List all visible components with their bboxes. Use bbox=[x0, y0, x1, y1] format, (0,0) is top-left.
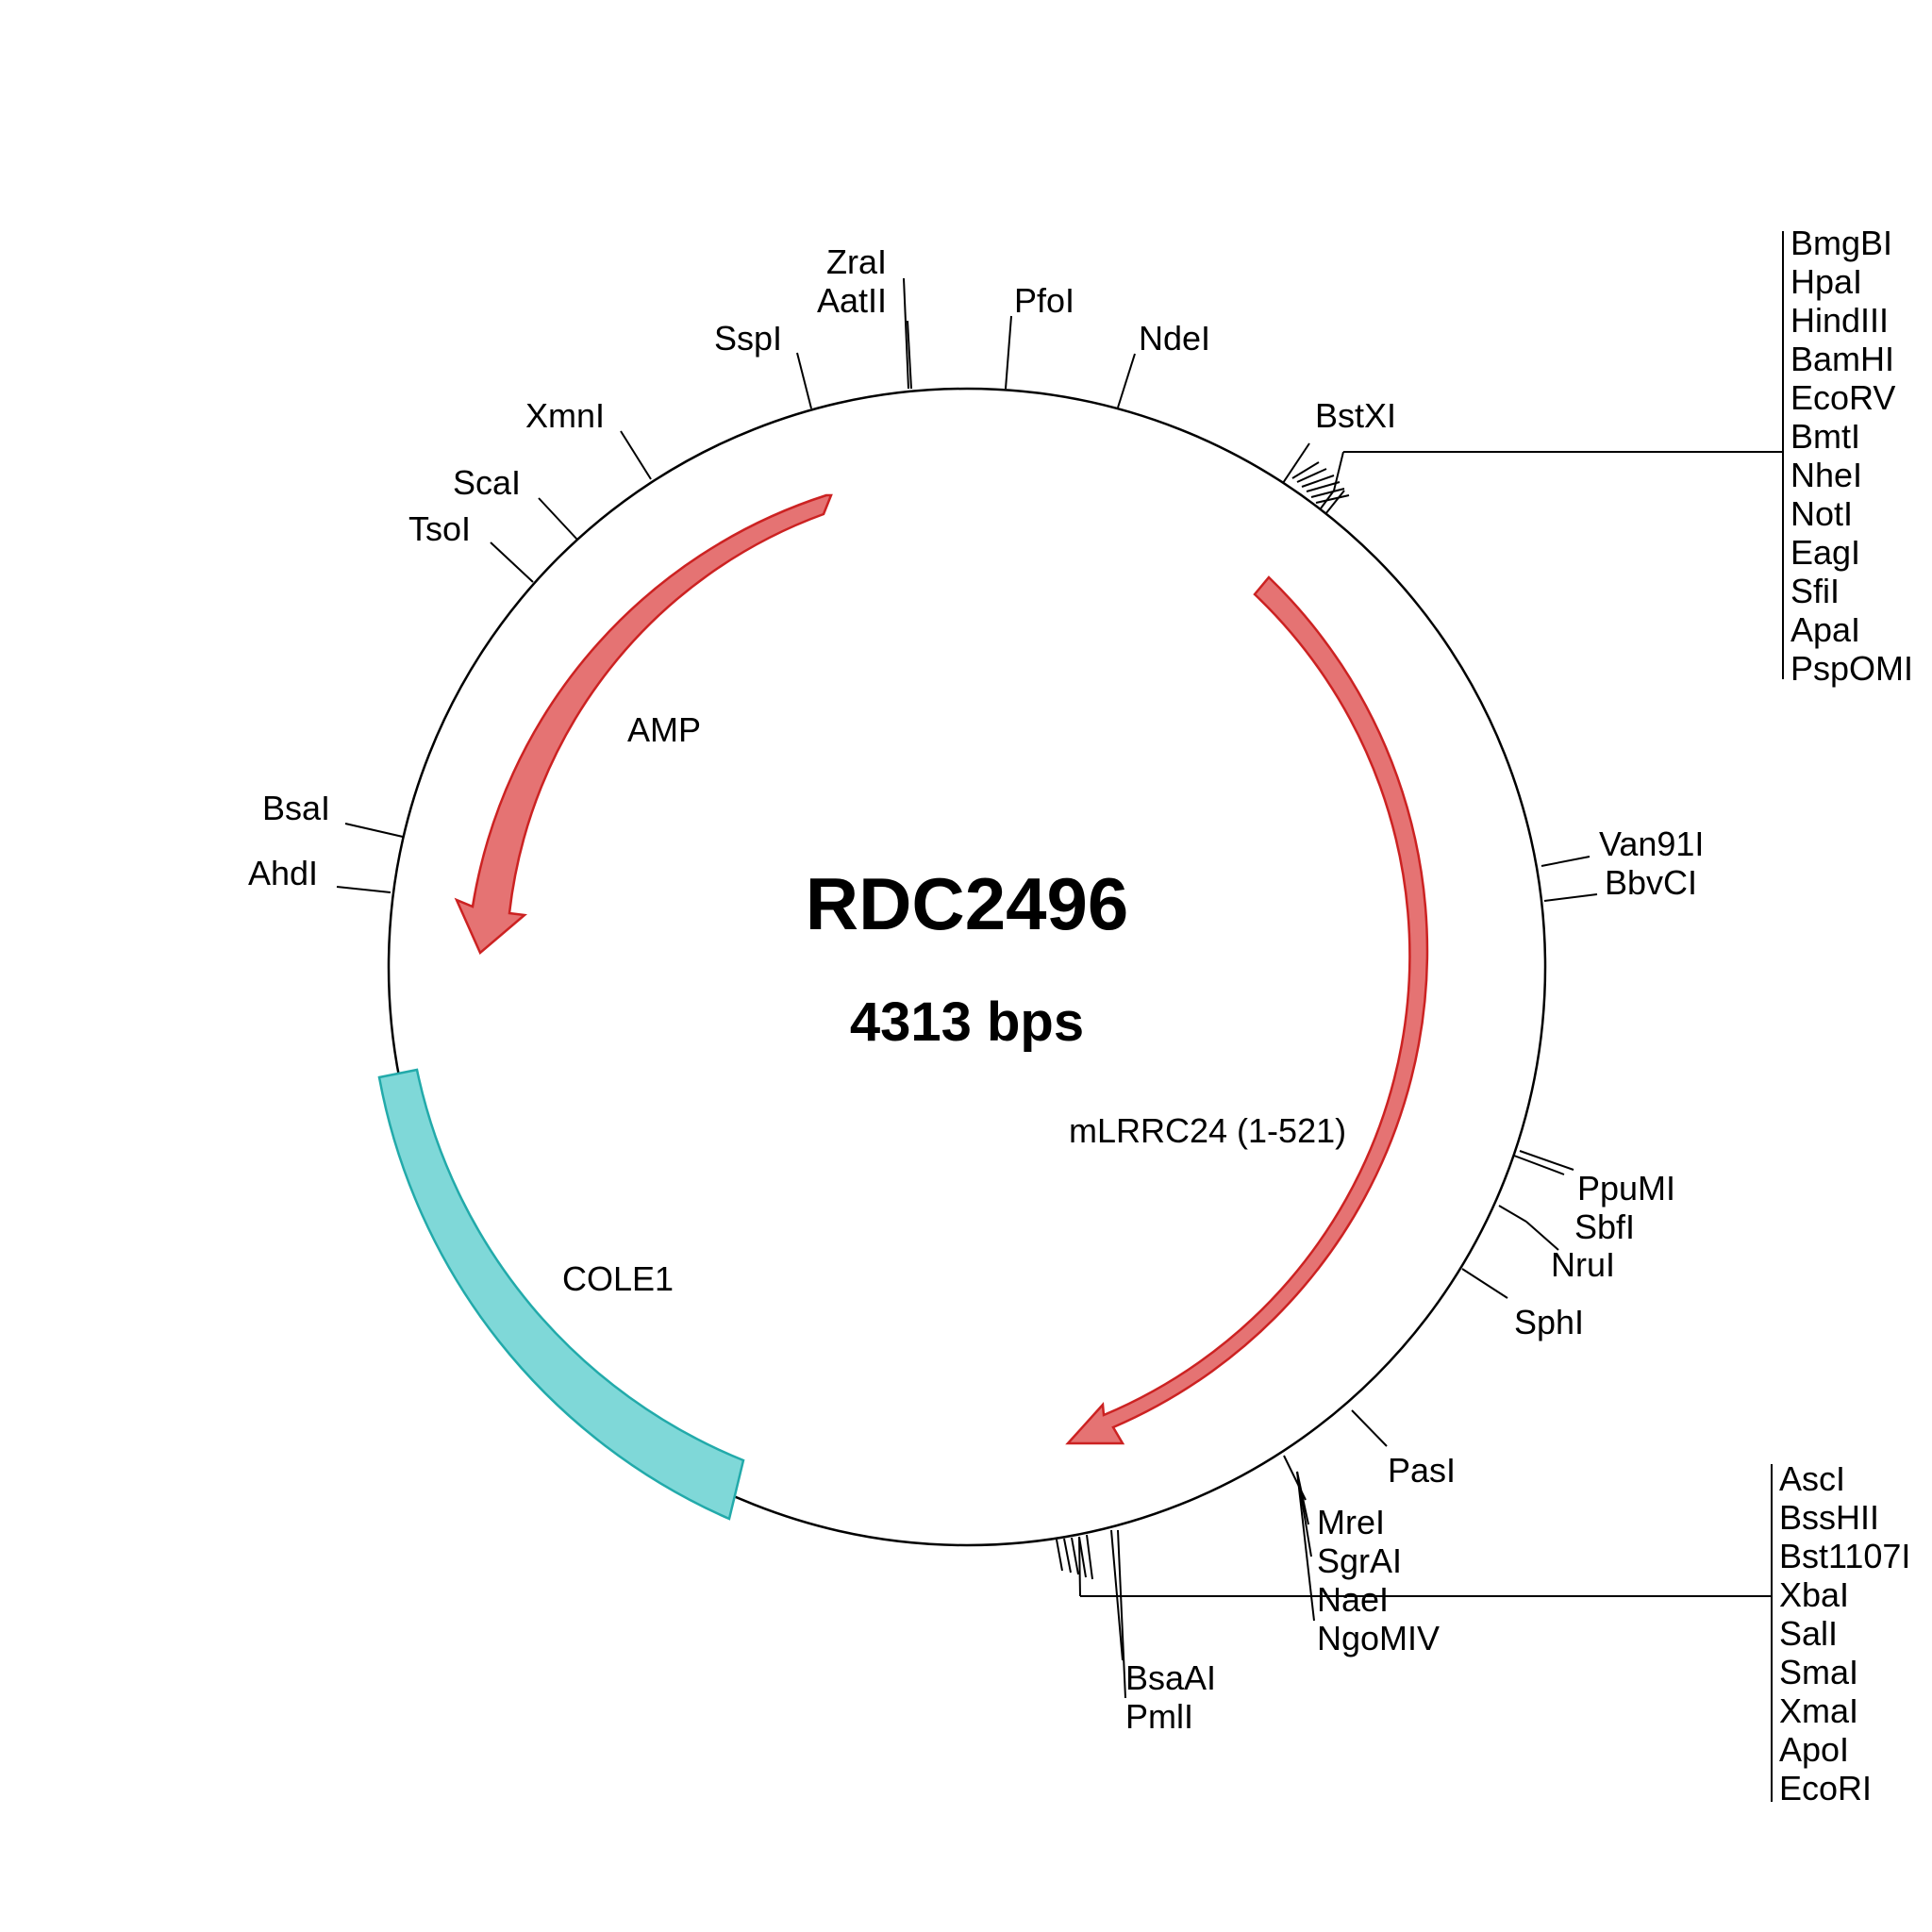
mcs-top-label: HindIII bbox=[1790, 301, 1889, 340]
mcs-bottom-labels: AscI BssHII Bst1107I XbaI SalI SmaI XmaI… bbox=[1779, 1459, 1910, 1807]
cole1-feature bbox=[377, 1068, 745, 1521]
mcs-bottom-label: ApoI bbox=[1779, 1730, 1849, 1769]
mcs-top-label: ApaI bbox=[1790, 610, 1860, 649]
site-label-ndei: NdeI bbox=[1139, 319, 1210, 358]
mcs-top-ticks bbox=[1291, 231, 1784, 679]
site-label-sphi: SphI bbox=[1514, 1303, 1584, 1341]
site-label-aatii: AatII bbox=[817, 281, 887, 320]
plasmid-name: RDC2496 bbox=[806, 862, 1129, 945]
mcs-top-label: EcoRV bbox=[1790, 378, 1895, 417]
mcs-top-label: HpaI bbox=[1790, 262, 1862, 301]
site-label-bstxi: BstXI bbox=[1315, 396, 1396, 435]
plasmid-size: 4313 bps bbox=[850, 991, 1084, 1053]
mcs-bottom-ticks bbox=[1056, 1464, 1773, 1802]
plasmid-backbone bbox=[387, 387, 1547, 1547]
cole1-label: COLE1 bbox=[562, 1259, 674, 1298]
site-label-pasi: PasI bbox=[1388, 1451, 1456, 1490]
mcs-bottom-label: AscI bbox=[1779, 1459, 1845, 1498]
mcs-bottom-label: SalI bbox=[1779, 1614, 1838, 1653]
mlrrc24-feature-arrow bbox=[1065, 575, 1429, 1445]
mcs-bottom-label: Bst1107I bbox=[1779, 1537, 1910, 1575]
site-label-sgrai: SgrAI bbox=[1317, 1541, 1402, 1580]
mcs-top-label: NotI bbox=[1790, 494, 1853, 533]
site-label-xmni: XmnI bbox=[525, 396, 605, 435]
mcs-bottom-label: BssHII bbox=[1779, 1498, 1879, 1537]
amp-label: AMP bbox=[627, 710, 701, 749]
site-label-pmli: PmlI bbox=[1125, 1697, 1193, 1736]
mcs-top-label: SfiI bbox=[1790, 572, 1840, 610]
site-label-bsai: BsaI bbox=[262, 789, 330, 827]
site-label-bsaai: BsaAI bbox=[1125, 1658, 1216, 1697]
mcs-top-label: BamHI bbox=[1790, 340, 1894, 378]
mcs-top-label: BmgBI bbox=[1790, 224, 1892, 262]
site-label-sbfi: SbfI bbox=[1574, 1208, 1635, 1246]
site-label-van91i: Van91I bbox=[1599, 824, 1704, 863]
site-label-bbvci: BbvCI bbox=[1605, 863, 1697, 902]
site-label-zrai: ZraI bbox=[826, 242, 887, 281]
site-label-ahdi: AhdI bbox=[248, 854, 318, 892]
mcs-bottom-label: XbaI bbox=[1779, 1575, 1849, 1614]
mcs-bottom-label: XmaI bbox=[1779, 1691, 1858, 1730]
amp-feature-arrow bbox=[454, 493, 833, 956]
site-label-ngomiv: NgoMIV bbox=[1317, 1619, 1440, 1657]
mcs-top-label: EagI bbox=[1790, 533, 1860, 572]
site-label-nrui: NruI bbox=[1551, 1245, 1615, 1284]
site-label-scai: ScaI bbox=[453, 463, 521, 502]
site-label-ppumi: PpuMI bbox=[1577, 1169, 1675, 1208]
site-label-naei: NaeI bbox=[1317, 1580, 1389, 1619]
mcs-bottom-label: EcoRI bbox=[1779, 1769, 1872, 1807]
site-label-mrei: MreI bbox=[1317, 1503, 1385, 1541]
mcs-top-label: BmtI bbox=[1790, 417, 1860, 456]
mcs-bottom-label: SmaI bbox=[1779, 1653, 1858, 1691]
site-label-sspi: SspI bbox=[714, 319, 782, 358]
mcs-top-label: NheI bbox=[1790, 456, 1862, 494]
mcs-top-label: PspOMI bbox=[1790, 649, 1913, 688]
mcs-top-labels: BmgBI HpaI HindIII BamHI EcoRV BmtI NheI… bbox=[1790, 224, 1913, 688]
site-label-tsoi: TsoI bbox=[408, 509, 471, 548]
mlrrc24-label: mLRRC24 (1-521) bbox=[1069, 1111, 1346, 1150]
site-label-pfoi: PfoI bbox=[1014, 281, 1074, 320]
